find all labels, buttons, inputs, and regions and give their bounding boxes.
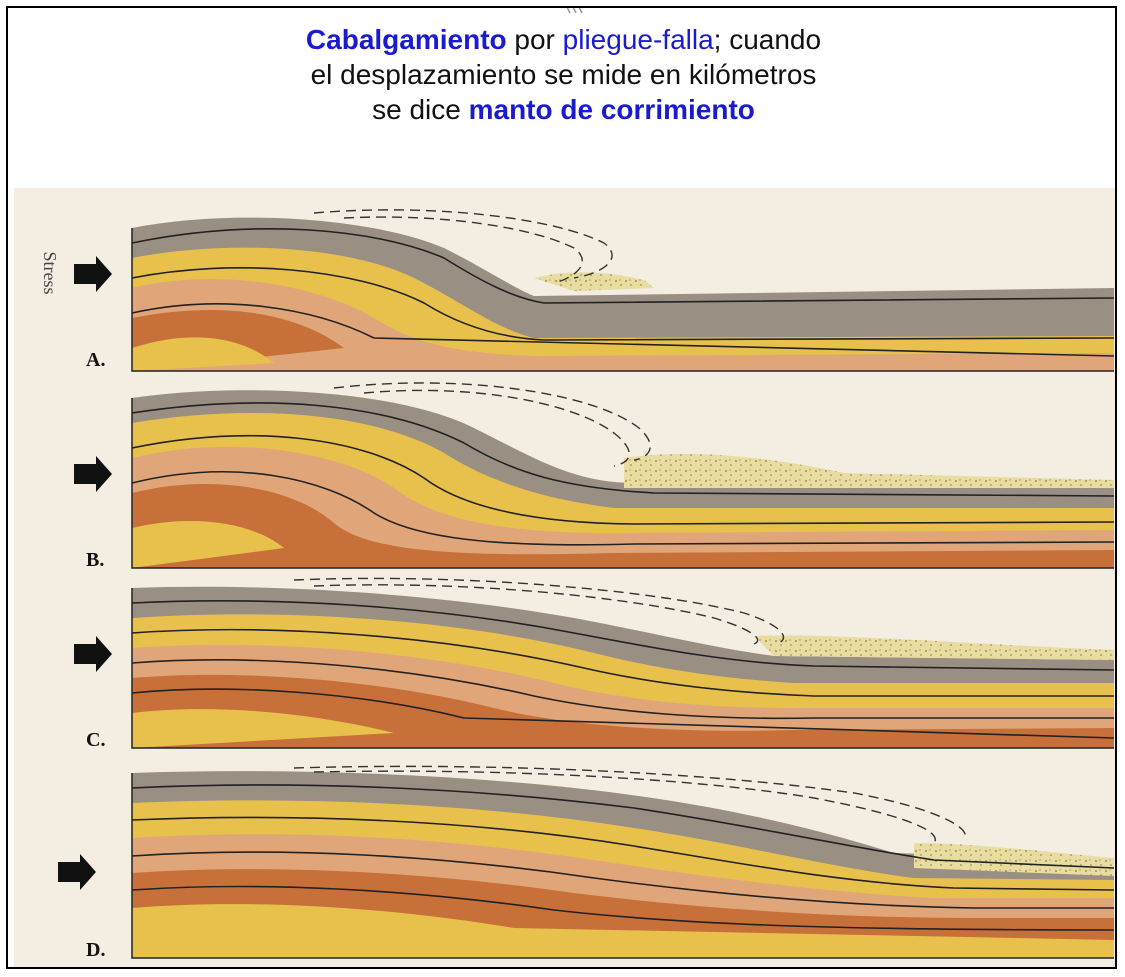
panel-label: A. <box>86 349 105 371</box>
stress-arrow-icon <box>74 456 112 492</box>
stress-arrow-icon <box>74 636 112 672</box>
title-line-1: Cabalgamiento por pliegue-falla; cuando <box>8 22 1115 57</box>
term-cabalgamiento: Cabalgamiento <box>305 24 507 55</box>
slide-title: Cabalgamiento por pliegue-falla; cuando … <box>8 22 1115 127</box>
geology-illustration: Stress A. <box>14 188 1115 967</box>
title-line-3-start: se dice <box>372 94 469 125</box>
title-line-3: se dice manto de corrimiento <box>8 92 1115 127</box>
panel-label: D. <box>86 939 105 961</box>
term-manto-de-corrimiento: manto de corrimiento <box>468 94 755 125</box>
panel-b: B. <box>74 382 1115 571</box>
stress-arrow-icon <box>74 256 112 292</box>
panel-d: D. <box>58 765 1115 961</box>
panel-a: A. <box>74 209 1115 372</box>
panel-label: C. <box>86 729 105 751</box>
title-connector: por <box>506 24 563 55</box>
top-mark <box>566 8 583 14</box>
panel-c: C. <box>74 577 1115 751</box>
title-line-1-end: ; cuando <box>713 24 822 55</box>
term-pliegue-falla: pliegue-falla <box>562 24 714 55</box>
title-line-2: el desplazamiento se mide en kilómetros <box>310 59 817 90</box>
panel-label: B. <box>86 549 104 571</box>
stress-arrow-icon <box>58 854 96 890</box>
stress-label: Stress <box>40 251 60 294</box>
slide-frame: Cabalgamiento por pliegue-falla; cuando … <box>6 6 1117 969</box>
fold-fault-figure: Stress A. <box>14 188 1115 967</box>
